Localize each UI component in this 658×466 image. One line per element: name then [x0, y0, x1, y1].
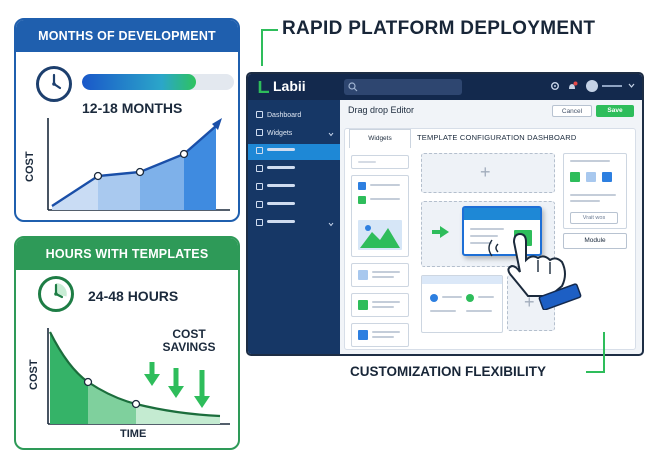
sidebar-item-line — [267, 220, 295, 223]
chevron-down-icon — [328, 132, 334, 137]
title-connector — [261, 29, 278, 66]
drag-arrow — [432, 226, 449, 238]
app-topbar: Labii — [248, 74, 642, 100]
dev-point — [135, 167, 145, 177]
plus-icon: + — [480, 162, 491, 182]
module-card[interactable]: Vrait wos — [563, 153, 627, 229]
tpl-point — [83, 377, 93, 387]
widget-card-image[interactable] — [351, 175, 409, 257]
chevron-down-icon[interactable] — [628, 83, 635, 89]
search-input[interactable] — [344, 79, 462, 95]
dev-area-segment — [98, 172, 140, 210]
settings-icon — [256, 201, 263, 208]
plus-icon: + — [524, 292, 535, 312]
development-progress-bar — [82, 74, 234, 90]
customization-caption: CUSTOMIZATION FLEXIBILITY — [350, 364, 546, 379]
save-button[interactable]: Save — [596, 105, 634, 117]
labii-logo-icon — [258, 80, 270, 94]
tpl-cost-line — [49, 331, 221, 418]
search-icon — [348, 82, 358, 92]
tpl-area-segment — [88, 382, 136, 424]
dev-point — [179, 149, 189, 159]
widget-card[interactable] — [351, 293, 409, 317]
grid-icon — [256, 147, 263, 154]
widget-card[interactable] — [351, 323, 409, 347]
link-icon — [256, 165, 263, 172]
cost-savings-label: COST SAVINGS — [162, 327, 216, 354]
template-duration-label: 24-48 HOURS — [88, 288, 179, 304]
app-logo-text: Labii — [273, 78, 306, 94]
user-name-placeholder — [602, 85, 622, 87]
clock-icon — [36, 66, 72, 102]
months-of-development-panel: MONTHS OF DEVELOPMENT 12-18 MONTHS COST — [14, 18, 240, 222]
tpl-panel-header: HOURS WITH TEMPLATES — [16, 238, 238, 270]
sidebar-item-line — [267, 184, 295, 187]
sidebar-item-label: Dashboard — [267, 112, 302, 119]
hours-with-templates-panel: HOURS WITH TEMPLATES 24-48 HOURS COST TI… — [14, 236, 240, 450]
widget-card[interactable] — [351, 263, 409, 287]
sidebar-item-label: Widgets — [267, 130, 293, 137]
module-button[interactable]: Module — [563, 233, 627, 249]
module-small-button[interactable]: Vrait wos — [570, 212, 618, 224]
sidebar-item[interactable] — [248, 162, 340, 178]
template-cost-chart — [47, 328, 230, 425]
main-title: RAPID PLATFORM DEPLOYMENT — [282, 18, 596, 39]
layout-card[interactable] — [421, 275, 503, 333]
image-placeholder-icon — [358, 220, 402, 250]
dev-cost-chart — [47, 118, 230, 211]
dev-point — [93, 171, 103, 181]
tpl-area-segment — [50, 332, 88, 424]
tab-widgets[interactable]: Widgets — [349, 129, 411, 148]
cost-savings-arrows — [144, 362, 210, 408]
widgets-icon — [256, 129, 263, 136]
editor-title: Drag drop Editor — [348, 105, 415, 115]
dev-duration-label: 12-18 MONTHS — [82, 100, 183, 116]
sidebar-item-active[interactable] — [248, 144, 340, 160]
cancel-button[interactable]: Cancel — [552, 105, 592, 117]
sidebar-item-widgets[interactable]: Widgets — [248, 126, 340, 142]
home-icon — [256, 111, 263, 118]
app-logo[interactable]: Labii — [258, 78, 306, 94]
sidebar-item-dashboard[interactable]: Dashboard — [248, 108, 340, 124]
dashboard-title: TEMPLATE CONFIGURATION DASHBOARD — [417, 133, 577, 142]
settings-icon[interactable] — [550, 81, 560, 91]
sidebar-item[interactable] — [248, 198, 340, 214]
tpl-point — [131, 399, 141, 409]
app-window: Labii Dashboard Widgets — [246, 72, 644, 356]
notification-icon[interactable] — [566, 81, 578, 93]
sidebar-item[interactable] — [248, 216, 340, 232]
caption-connector — [586, 332, 605, 373]
clock-icon — [38, 276, 74, 312]
globe-icon — [256, 219, 263, 226]
app-sidebar: Dashboard Widgets — [248, 100, 340, 354]
avatar[interactable] — [586, 80, 598, 92]
sidebar-item[interactable] — [248, 180, 340, 196]
pointer-hand-icon — [488, 232, 582, 310]
sidebar-item-line — [267, 202, 295, 205]
drop-zone[interactable]: + — [421, 153, 555, 193]
calendar-icon — [256, 183, 263, 190]
dev-cost-arrowhead — [212, 118, 222, 130]
development-progress-fill — [82, 74, 196, 90]
widget-search-input[interactable] — [351, 155, 409, 169]
sidebar-item-line — [267, 148, 295, 151]
sidebar-item-line — [267, 166, 295, 169]
dev-panel-header: MONTHS OF DEVELOPMENT — [16, 20, 238, 52]
chevron-down-icon — [328, 222, 334, 227]
tpl-x-axis-label: TIME — [120, 428, 147, 440]
